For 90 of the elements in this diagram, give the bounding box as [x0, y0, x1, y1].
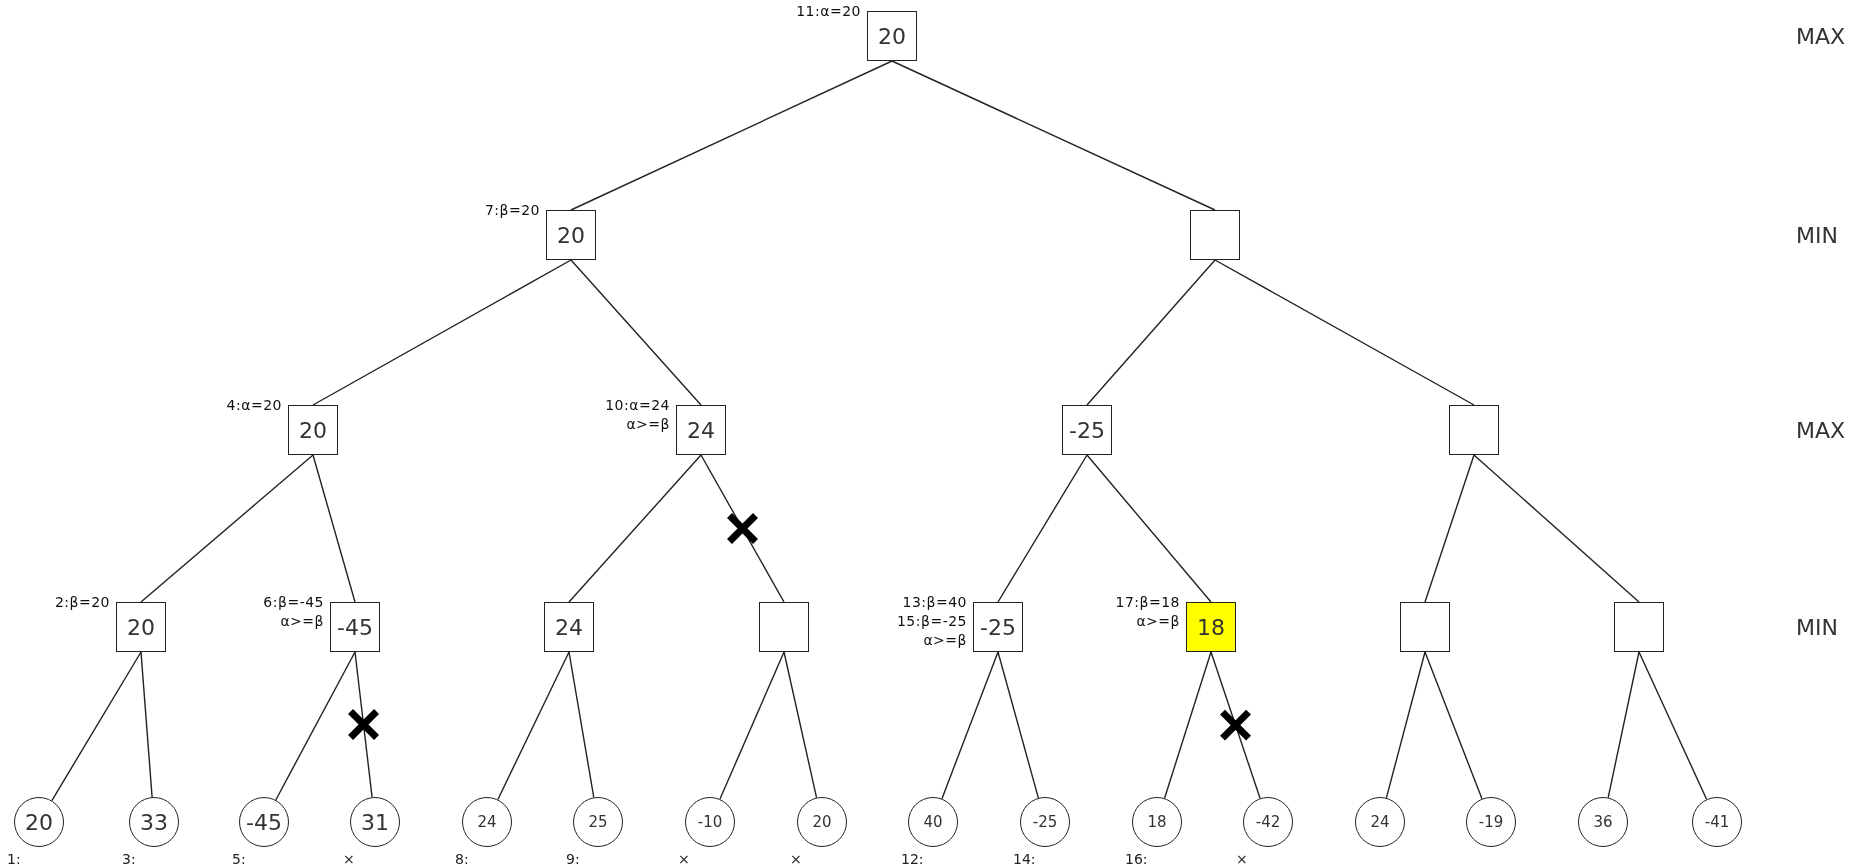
node-annotation: α>=β — [1136, 612, 1180, 631]
node-annotation: α>=β — [626, 415, 670, 434]
tree-edge — [312, 259, 572, 406]
leaf-node-circle: 40 — [908, 797, 958, 847]
leaf-node-circle: 20 — [797, 797, 847, 847]
tree-edge — [51, 651, 142, 802]
tree-edge — [568, 651, 595, 799]
leaf-node-circle: -42 — [1243, 797, 1293, 847]
tree-edge — [997, 454, 1088, 603]
tree-node-square: 18 — [1186, 602, 1236, 652]
tree-edge — [700, 454, 785, 603]
tree-edge — [1424, 454, 1475, 603]
tree-node-square: -25 — [1062, 405, 1112, 455]
tree-edge — [140, 454, 314, 603]
order-label: 9: — [566, 851, 580, 867]
tree-edge — [497, 651, 570, 801]
tree-edge — [568, 454, 702, 603]
order-label: 8: — [455, 851, 469, 867]
node-annotation: 2:β=20 — [54, 593, 110, 612]
leaf-node-circle: -10 — [685, 797, 735, 847]
leaf-node-circle: 24 — [1355, 797, 1405, 847]
tree-node-square — [759, 602, 809, 652]
tree-edge — [570, 259, 702, 406]
tree-edge — [1473, 454, 1640, 603]
tree-edge — [1210, 651, 1261, 799]
node-annotation: 17:β=18 — [1115, 593, 1180, 612]
node-annotation: 15:β=-25 — [896, 612, 967, 631]
tree-node-square — [1614, 602, 1664, 652]
node-annotation: 10:α=24 — [605, 396, 670, 415]
leaf-node-circle: 33 — [129, 797, 179, 847]
order-label: × — [1236, 851, 1248, 867]
level-label: MIN — [1796, 222, 1838, 248]
order-label: 3: — [122, 851, 136, 867]
tree-edge — [140, 651, 153, 798]
tree-edge — [997, 651, 1040, 799]
leaf-node-circle: 24 — [462, 797, 512, 847]
tree-node-square: -45 — [330, 602, 380, 652]
tree-node-square: 20 — [867, 11, 917, 61]
leaf-node-circle: -19 — [1466, 797, 1516, 847]
node-annotation: 6:β=-45 — [263, 593, 324, 612]
tree-edge — [1607, 651, 1640, 799]
leaf-node-circle: 18 — [1132, 797, 1182, 847]
tree-edge — [275, 651, 356, 801]
leaf-node-circle: -45 — [239, 797, 289, 847]
leaf-node-circle: 36 — [1578, 797, 1628, 847]
order-label: 12: — [901, 851, 924, 867]
node-annotation: 4:α=20 — [226, 396, 282, 415]
order-label: 14: — [1013, 851, 1036, 867]
tree-edge — [1214, 259, 1475, 406]
tree-edge — [1638, 651, 1708, 800]
node-annotation: α>=β — [280, 612, 324, 631]
tree-edge — [1086, 454, 1212, 603]
leaf-node-circle: -41 — [1692, 797, 1742, 847]
tree-edge — [1086, 259, 1216, 406]
tree-node-square: 24 — [544, 602, 594, 652]
level-label: MIN — [1796, 614, 1838, 640]
tree-edge — [1385, 651, 1426, 799]
tree-node-square: 24 — [676, 405, 726, 455]
order-label: × — [678, 851, 690, 867]
tree-node-square: 20 — [288, 405, 338, 455]
tree-node-square — [1400, 602, 1450, 652]
tree-edge — [1424, 651, 1483, 800]
order-label: 1: — [7, 851, 21, 867]
tree-edge — [783, 651, 818, 799]
leaf-node-circle: 25 — [573, 797, 623, 847]
order-label: 5: — [232, 851, 246, 867]
leaf-node-circle: 20 — [14, 797, 64, 847]
order-label: × — [790, 851, 802, 867]
tree-edge — [719, 651, 785, 800]
tree-node-square: 20 — [116, 602, 166, 652]
leaf-node-circle: 31 — [350, 797, 400, 847]
node-annotation: 7:β=20 — [484, 201, 540, 220]
node-annotation: 13:β=40 — [902, 593, 967, 612]
tree-edge — [570, 60, 893, 211]
tree-edge — [1163, 651, 1212, 799]
leaf-node-circle: -25 — [1020, 797, 1070, 847]
level-label: MAX — [1796, 417, 1846, 443]
order-label: 16: — [1125, 851, 1148, 867]
tree-edge — [312, 454, 356, 603]
tree-node-square: -25 — [973, 602, 1023, 652]
level-label: MAX — [1796, 23, 1846, 49]
node-annotation: α>=β — [923, 631, 967, 650]
tree-edge — [891, 60, 1216, 211]
tree-edge — [941, 651, 999, 800]
tree-node-square: 20 — [546, 210, 596, 260]
tree-edge — [354, 651, 373, 798]
node-annotation: 11:α=20 — [796, 2, 861, 21]
tree-node-square — [1190, 210, 1240, 260]
order-label: × — [343, 851, 355, 867]
tree-node-square — [1449, 405, 1499, 455]
